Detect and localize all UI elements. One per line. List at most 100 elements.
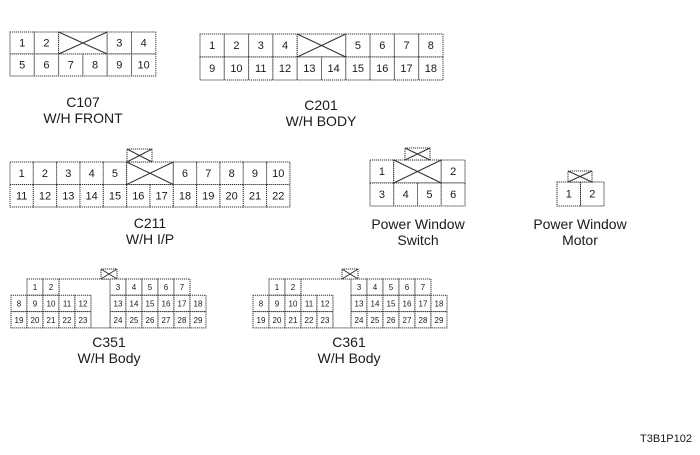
- pin-number: 8: [92, 60, 98, 72]
- pin-cell: 16: [369, 56, 395, 81]
- pin-cell: 11: [58, 294, 76, 313]
- caption-c351: C351 W/H Body: [77, 334, 140, 366]
- pin-number: 1: [275, 283, 280, 292]
- pin-cell: 14: [321, 56, 347, 81]
- connector-name: Switch: [397, 232, 439, 248]
- pin-cell: 15: [141, 294, 159, 313]
- pin-cell: 8: [418, 33, 444, 58]
- pin-number: 13: [303, 63, 315, 75]
- pin-number: 18: [425, 63, 437, 75]
- pin-number: 18: [435, 299, 444, 308]
- pin-number: 14: [86, 190, 98, 202]
- connector-name: W/H I/P: [125, 231, 175, 247]
- pin-cell: 1: [9, 31, 35, 55]
- pin-number: 10: [47, 299, 56, 308]
- pin-number: 10: [272, 168, 284, 180]
- pin-number: 11: [305, 299, 314, 308]
- pin-cell: 18: [418, 56, 444, 81]
- pin-cell: 3: [369, 182, 395, 207]
- pin-cell: 6: [398, 278, 416, 296]
- pin-cell: 4: [79, 161, 104, 185]
- pin-number: 6: [450, 189, 456, 201]
- pin-cell: 18: [189, 294, 207, 313]
- pin-number: 16: [132, 190, 144, 202]
- connector-code: Power Window: [371, 216, 465, 232]
- pin-number: 2: [42, 168, 48, 180]
- pin-number: 1: [209, 40, 215, 52]
- pin-number: 9: [116, 60, 122, 72]
- pin-cell: 18: [172, 184, 198, 208]
- pin-number: 9: [252, 168, 258, 180]
- pin-cell: 1: [556, 181, 581, 207]
- pin-number: 16: [376, 63, 388, 75]
- pin-cell: 4: [393, 182, 418, 207]
- connector-code: C361: [332, 334, 366, 350]
- pin-number: 13: [62, 190, 74, 202]
- connector-code: Power Window: [533, 216, 627, 232]
- locking-key-icon: [100, 268, 118, 280]
- pin-number: 20: [273, 316, 282, 325]
- pin-number: 2: [589, 189, 595, 201]
- pin-cell: 26: [382, 311, 400, 329]
- pin-number: 15: [109, 190, 121, 202]
- pin-number: 8: [428, 40, 434, 52]
- pin-cell: 3: [248, 33, 274, 58]
- pin-cell: 20: [219, 184, 244, 208]
- pin-number: 23: [79, 316, 88, 325]
- pin-number: 19: [15, 316, 24, 325]
- pin-number: 28: [419, 316, 428, 325]
- pin-cell: 9: [106, 53, 132, 77]
- pin-number: 24: [355, 316, 364, 325]
- pin-number: 25: [130, 316, 139, 325]
- pin-number: 9: [33, 299, 38, 308]
- pin-number: 12: [39, 190, 51, 202]
- pin-number: 1: [19, 168, 25, 180]
- pin-cell: 6: [33, 53, 60, 77]
- pin-cell: 15: [345, 56, 371, 81]
- pin-number: 6: [405, 283, 410, 292]
- caption-c201: C201 W/H BODY: [286, 97, 357, 129]
- pin-number: 7: [180, 283, 185, 292]
- connector-name: W/H Body: [317, 350, 381, 366]
- pin-number: 2: [291, 283, 296, 292]
- pin-cell: 13: [56, 184, 81, 208]
- pin-number: 7: [403, 40, 409, 52]
- pin-number: 4: [403, 189, 409, 201]
- connector-name: W/H FRONT: [43, 110, 123, 126]
- pin-number: 17: [156, 190, 168, 202]
- pin-cell: 15: [102, 184, 128, 208]
- pin-cell: 11: [248, 56, 274, 81]
- pin-number: 16: [162, 299, 171, 308]
- pin-number: 10: [138, 60, 150, 72]
- pin-cell: 19: [252, 311, 270, 329]
- pin-cell: 6: [369, 33, 395, 58]
- pin-cell: 5: [141, 278, 159, 296]
- pin-number: 11: [255, 63, 266, 75]
- pin-cell: 23: [74, 311, 92, 329]
- pin-cell: 23: [316, 311, 334, 329]
- pin-number: 29: [435, 316, 444, 325]
- pin-number: 7: [205, 168, 211, 180]
- pin-cell: 13: [109, 294, 127, 313]
- pin-cell: 7: [196, 161, 221, 185]
- pin-cell: 4: [131, 31, 157, 55]
- pin-cell: 15: [382, 294, 400, 313]
- pin-cell: 4: [366, 278, 384, 296]
- pin-cell: 10: [42, 294, 60, 313]
- pin-number: 4: [89, 168, 95, 180]
- pin-number: 1: [19, 38, 25, 50]
- connector-name: Motor: [562, 232, 598, 248]
- pin-cell: 19: [10, 311, 28, 329]
- pin-number: 1: [566, 189, 572, 201]
- pin-number: 21: [289, 316, 298, 325]
- connector-name: W/H BODY: [285, 113, 357, 129]
- pin-cell: 5: [417, 182, 442, 207]
- locking-key-icon: [126, 148, 153, 163]
- pin-cell: 9: [242, 161, 268, 185]
- pin-number: 4: [373, 283, 378, 292]
